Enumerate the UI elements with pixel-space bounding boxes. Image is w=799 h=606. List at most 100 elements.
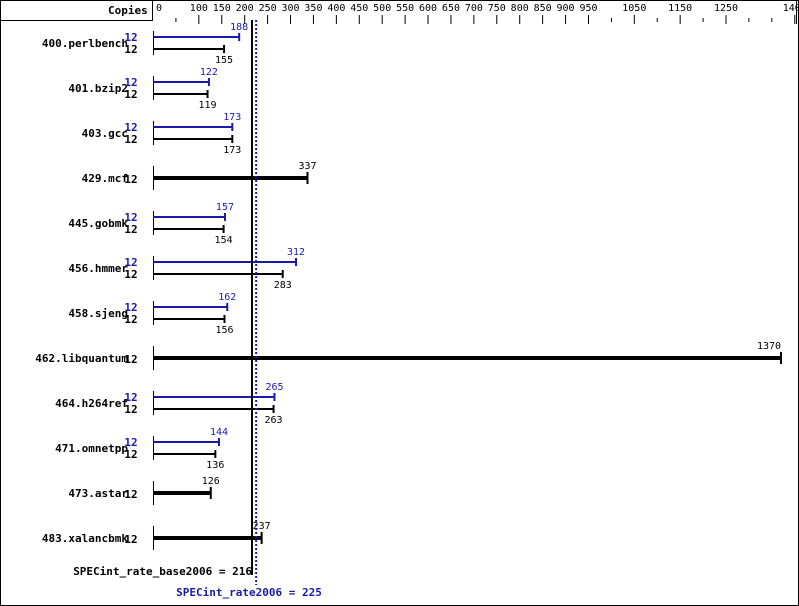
copies-header: Copies [108,4,148,17]
base-copies: 12 [124,43,137,56]
base-copies: 12 [124,268,137,281]
base-value: 156 [215,325,233,336]
base-copies: 12 [124,173,137,186]
tick-label: 950 [579,3,597,14]
base-value: 173 [223,145,241,156]
tick-label: 300 [281,3,299,14]
peak-value: 144 [210,427,228,438]
tick-label: 200 [236,3,254,14]
base-bar [153,453,216,455]
tick-label: 1400 [783,3,799,14]
base-bar [153,48,225,50]
tick-label: 1050 [622,3,646,14]
peak-bar [153,261,297,263]
base-copies: 12 [124,223,137,236]
peak-copies: 12 [124,121,137,134]
benchmark-label: 462.libquantum [35,352,128,365]
tick-label: 350 [304,3,322,14]
tick-label: 1250 [714,3,738,14]
base-bar [153,408,274,410]
base-bar [153,491,211,495]
benchmark-label: 400.perlbench [42,37,128,50]
peak-bar [153,306,228,308]
base-value: 119 [199,100,217,111]
peak-value: 312 [287,247,305,258]
base-copies: 12 [124,88,137,101]
base-copies: 12 [124,313,137,326]
base-value: 136 [206,460,224,471]
tick-label: 150 [213,3,231,14]
base-value: 337 [298,161,316,172]
peak-copies: 12 [124,436,137,449]
tick-label: 650 [442,3,460,14]
peak-copies: 12 [124,256,137,269]
base-bar [153,356,781,360]
benchmark-label: 464.h264ref [55,397,128,410]
tick-label: 850 [534,3,552,14]
base-value: 237 [253,521,271,532]
base-value: 263 [265,415,283,426]
peak-bar [153,441,220,443]
tick-label: 1150 [668,3,692,14]
peak-copies: 12 [124,211,137,224]
peak-copies: 12 [124,391,137,404]
tick-label: 100 [190,3,208,14]
base-bar [153,228,224,230]
base-copies: 12 [124,403,137,416]
base-bar [153,318,225,320]
base-copies: 12 [124,533,137,546]
peak-value: 157 [216,202,234,213]
tick-label: 750 [488,3,506,14]
base-value: 283 [274,280,292,291]
tick-label: 600 [419,3,437,14]
tick-label: 900 [557,3,575,14]
peak-summary-label: SPECint_rate2006 = 225 [176,586,322,599]
peak-value: 188 [230,22,248,33]
benchmark-label: 403.gcc [82,127,128,140]
base-value: 1370 [757,341,781,352]
base-copies: 12 [124,353,137,366]
tick-label: 400 [327,3,345,14]
peak-bar [153,81,209,83]
peak-copies: 12 [124,76,137,89]
base-copies: 12 [124,448,137,461]
tick-label: 500 [373,3,391,14]
peak-bar [153,36,240,38]
peak-value: 122 [200,67,218,78]
tick-label: 450 [350,3,368,14]
base-copies: 12 [124,133,137,146]
base-summary-label: SPECint_rate_base2006 = 216 [73,565,252,578]
benchmark-label: 456.hmmer [68,262,128,275]
tick-label: 250 [259,3,277,14]
base-copies: 12 [124,488,137,501]
tick-label: 800 [511,3,529,14]
benchmark-label: 401.bzip2 [68,82,128,95]
benchmark-label: 473.astar [68,487,128,500]
base-value: 154 [215,235,233,246]
base-bar [153,176,308,180]
peak-value: 265 [265,382,283,393]
peak-value: 162 [218,292,236,303]
benchmark-label: 458.sjeng [68,307,128,320]
benchmark-label: 471.omnetpp [55,442,128,455]
base-value: 155 [215,55,233,66]
tick-label: 550 [396,3,414,14]
benchmark-label: 483.xalancbmk [42,532,128,545]
peak-copies: 12 [124,301,137,314]
peak-copies: 12 [124,31,137,44]
peak-value: 173 [223,112,241,123]
tick-label: 700 [465,3,483,14]
peak-bar [153,216,225,218]
base-bar [153,273,283,275]
base-value: 126 [202,476,220,487]
peak-bar [153,126,233,128]
base-bar [153,93,208,95]
peak-bar [153,396,275,398]
benchmark-label: 445.gobmk [68,217,128,230]
base-bar [153,536,262,540]
benchmark-label: 429.mcf [82,172,128,185]
tick-label: 0 [156,3,162,14]
base-bar [153,138,233,140]
